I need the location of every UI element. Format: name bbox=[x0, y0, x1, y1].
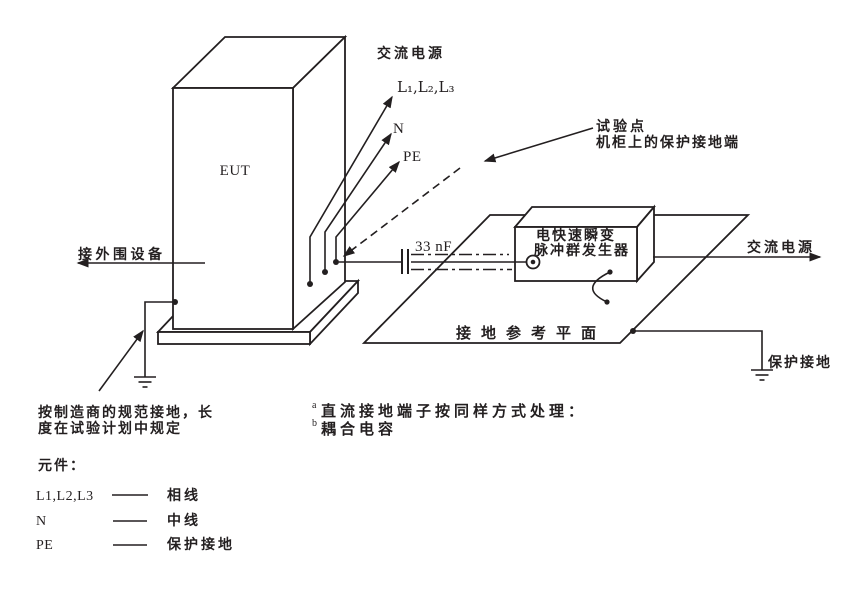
ac-supply-top-label: 交流电源 bbox=[377, 45, 445, 61]
legend-meaning: 相线 bbox=[167, 487, 201, 503]
legend-symbol: N bbox=[36, 514, 47, 529]
legend-row: L1,L2,L3 相线 bbox=[36, 487, 201, 504]
coupling-lines bbox=[411, 253, 541, 271]
connection-dot bbox=[333, 259, 339, 265]
legend-title: 元件： bbox=[38, 457, 86, 473]
earth-ground-icon bbox=[751, 369, 773, 381]
connection-dot bbox=[172, 299, 178, 305]
grounding-note-line2: 度在试验计划中规定 bbox=[38, 420, 182, 436]
footnote-a-text: 直流接地端子按同样方式处理： bbox=[321, 402, 587, 420]
supply-lead-arrows bbox=[307, 95, 400, 287]
coupling-capacitor bbox=[339, 249, 409, 274]
phase-lines-label: L₁,L₂,L₃ bbox=[397, 78, 454, 96]
connection-dot bbox=[307, 281, 313, 287]
legend-symbol: L1,L2,L3 bbox=[36, 489, 94, 504]
eut-label: EUT bbox=[220, 163, 251, 179]
connection-dot bbox=[322, 269, 328, 275]
footnote-b-text: 耦合电容 bbox=[321, 420, 397, 438]
generator-label-line2: 脉冲群发生器 bbox=[533, 242, 630, 258]
footnote-a-marker: a bbox=[312, 400, 317, 411]
legend-row: PE 保护接地 bbox=[36, 536, 235, 553]
protective-earth-connection bbox=[630, 328, 773, 381]
legend-meaning: 保护接地 bbox=[166, 536, 235, 552]
earth-ground-icon bbox=[134, 376, 156, 388]
l123-lead-arrow bbox=[309, 95, 393, 284]
test-point-pointer bbox=[342, 127, 594, 257]
grounding-note-line1: 按制造商的规范接地，长 bbox=[38, 404, 214, 420]
grounding-note-arrow bbox=[98, 329, 144, 392]
legend-row: N 中线 bbox=[36, 512, 201, 529]
capacitor-value-label: 33 nF bbox=[415, 239, 452, 255]
generator-box bbox=[513, 204, 656, 284]
legend-meaning: 中线 bbox=[167, 512, 201, 528]
footnote-b-marker: b bbox=[312, 418, 317, 429]
n-lead-arrow bbox=[324, 132, 392, 272]
peripherals-label: 接外围设备 bbox=[78, 246, 166, 262]
test-point-label-line1: 试验点 bbox=[596, 118, 647, 134]
pe-line-label: PE bbox=[403, 149, 422, 165]
legend-symbol: PE bbox=[36, 538, 53, 553]
protective-earth-label: 保护接地 bbox=[767, 354, 832, 370]
neutral-line-label: N bbox=[393, 121, 404, 137]
terminal-dot bbox=[530, 259, 536, 265]
test-point-label-line2: 机柜上的保护接地端 bbox=[596, 134, 740, 150]
test-point-leader-arrow bbox=[483, 127, 594, 163]
generator-label-line1: 电快速瞬变 bbox=[536, 227, 616, 243]
rotation-arrow bbox=[591, 269, 613, 305]
connection-dot bbox=[630, 328, 636, 334]
eut-grounding-wire bbox=[98, 299, 178, 392]
pe-lead-arrow bbox=[335, 160, 400, 262]
legend: 元件： L1,L2,L3 相线 N 中线 PE 保护接地 bbox=[36, 457, 235, 553]
eut-cabinet bbox=[170, 34, 348, 332]
dashed-test-line bbox=[342, 167, 461, 257]
ground-plane-label: 接地参考平面 bbox=[456, 324, 606, 342]
ac-supply-right-label: 交流电源 bbox=[747, 239, 815, 255]
